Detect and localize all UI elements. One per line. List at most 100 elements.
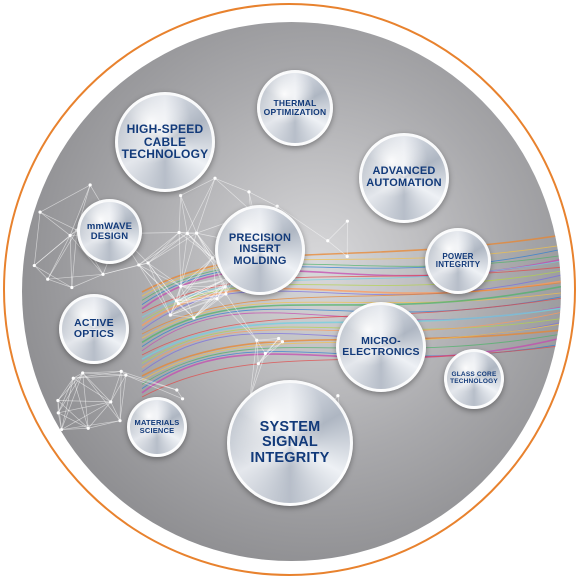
- mesh-node: [275, 204, 279, 208]
- bubble-advanced-automation: ADVANCED AUTOMATION: [359, 133, 449, 223]
- mesh-node: [192, 316, 196, 320]
- mesh-line: [47, 278, 72, 288]
- mesh-node: [215, 297, 219, 301]
- mesh-line: [110, 371, 122, 402]
- mesh-line: [138, 232, 180, 266]
- mesh-line: [180, 285, 226, 295]
- mesh-line: [82, 370, 122, 374]
- mesh-line: [176, 298, 217, 302]
- mesh-line: [147, 233, 188, 264]
- mesh-line: [57, 372, 83, 414]
- mesh-line: [39, 211, 71, 236]
- mesh-line: [176, 276, 232, 302]
- mesh-node: [32, 263, 36, 268]
- mesh-line: [72, 378, 89, 429]
- mesh-line: [121, 370, 177, 391]
- light-streak: [141, 297, 561, 356]
- mesh-line: [61, 401, 111, 430]
- mesh-line: [147, 232, 180, 264]
- light-streak: [141, 292, 561, 339]
- mesh-node: [179, 284, 183, 288]
- mesh-line: [180, 276, 232, 287]
- mesh-line: [125, 374, 183, 400]
- light-streak: [141, 337, 561, 394]
- mesh-line: [138, 233, 188, 266]
- mesh-line: [178, 232, 182, 287]
- mesh-line: [176, 293, 226, 302]
- mesh-line: [138, 264, 171, 316]
- mesh-line: [248, 191, 278, 207]
- mesh-line: [170, 303, 179, 316]
- mesh-line: [216, 298, 257, 341]
- mesh-node: [345, 219, 349, 223]
- mesh-node: [124, 373, 128, 377]
- mesh-node: [146, 261, 150, 265]
- mesh-node: [223, 285, 227, 289]
- mesh-node: [255, 338, 259, 342]
- mesh-node: [194, 231, 199, 235]
- mesh-line: [73, 377, 111, 403]
- mesh-line: [225, 293, 258, 341]
- bubble-active-optics: ACTIVE OPTICS: [59, 294, 129, 364]
- mesh-node: [277, 336, 281, 341]
- mesh-line: [73, 370, 122, 379]
- light-streak: [141, 266, 561, 314]
- mesh-node: [71, 376, 75, 380]
- mesh-node: [59, 427, 64, 432]
- bubble-label: POWER INTEGRITY: [435, 251, 481, 269]
- bubble-power-integrity: POWER INTEGRITY: [425, 228, 491, 294]
- mesh-line: [47, 235, 71, 280]
- mesh-line: [138, 264, 181, 287]
- mesh-line: [193, 293, 227, 319]
- mesh-node: [256, 362, 260, 366]
- light-streak: [141, 285, 561, 344]
- mesh-line: [71, 274, 104, 288]
- mesh-line: [88, 420, 121, 429]
- mesh-line: [256, 338, 279, 341]
- mesh-node: [119, 369, 123, 373]
- mesh-node: [263, 351, 267, 356]
- mesh-line: [82, 372, 112, 403]
- mesh-line: [125, 374, 177, 391]
- mesh-line: [249, 353, 266, 399]
- orange-outer-ring: [3, 3, 576, 576]
- light-streak: [141, 248, 561, 305]
- mesh-node: [56, 411, 60, 415]
- mesh-node: [86, 426, 90, 430]
- light-streak: [141, 323, 561, 381]
- mesh-line: [214, 177, 250, 193]
- mesh-line: [87, 401, 112, 429]
- mesh-node: [224, 292, 228, 296]
- mesh-line: [180, 195, 197, 234]
- bubble-label: HIGH-SPEED CABLE TECHNOLOGY: [121, 122, 209, 162]
- mesh-line: [180, 233, 188, 287]
- mesh-line: [176, 257, 213, 302]
- light-streak: [141, 329, 561, 377]
- mesh-node: [185, 231, 189, 235]
- bubble-label: ADVANCED AUTOMATION: [366, 165, 442, 189]
- mesh-line: [73, 374, 126, 379]
- mesh-line: [176, 286, 226, 302]
- mesh-node: [81, 371, 85, 375]
- mesh-line: [61, 420, 121, 430]
- bubble-label: MATERIALS SCIENCE: [134, 418, 180, 435]
- mesh-node: [68, 233, 72, 238]
- mesh-line: [61, 427, 89, 430]
- mesh-line: [119, 371, 122, 421]
- mesh-line: [57, 400, 111, 403]
- mesh-line: [57, 378, 74, 401]
- bubble-mmwave-design: mmWAVE DESIGN: [77, 199, 142, 264]
- light-streak: [141, 282, 561, 335]
- mesh-node: [101, 272, 105, 276]
- mesh-line: [58, 401, 111, 414]
- mesh-line: [170, 314, 194, 319]
- mesh-line: [102, 264, 139, 275]
- mesh-line: [178, 232, 213, 259]
- mesh-line: [327, 240, 348, 257]
- mesh-node: [175, 299, 179, 303]
- mesh-line: [212, 257, 218, 299]
- light-streak: [141, 274, 561, 331]
- mesh-node: [247, 190, 251, 194]
- mesh-node: [179, 193, 183, 198]
